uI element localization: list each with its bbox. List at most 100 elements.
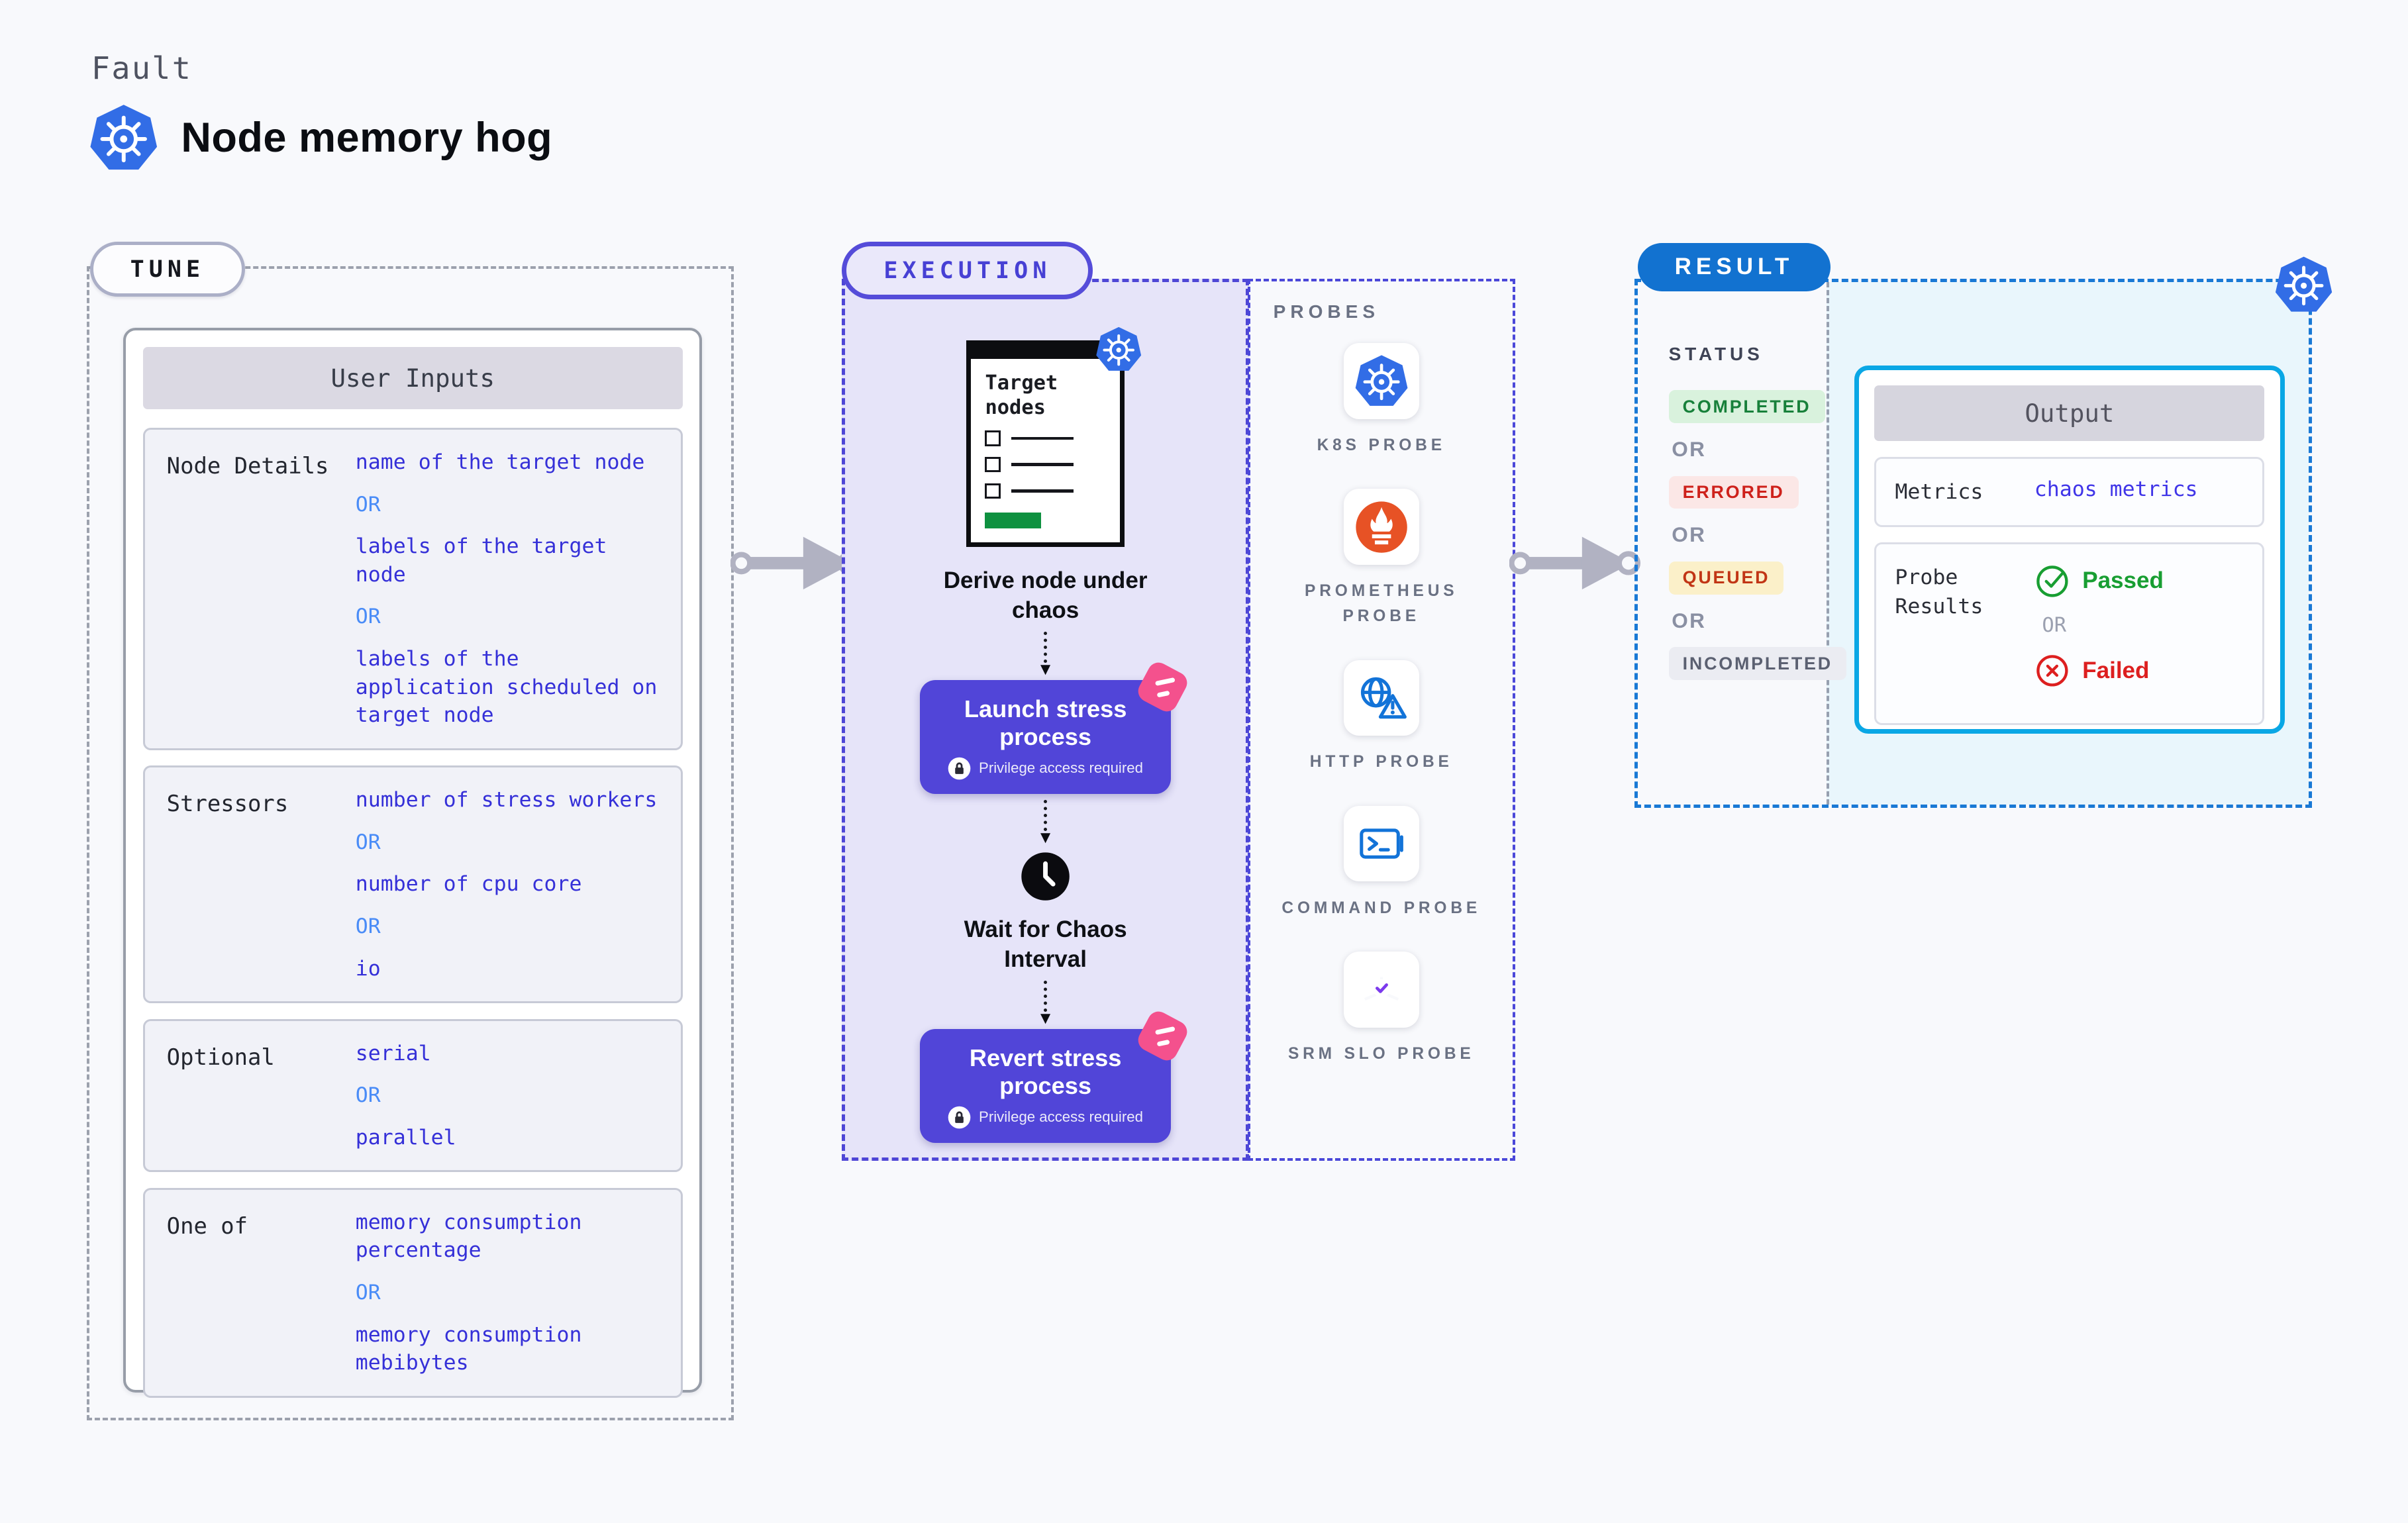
flow-connector: ▼ [1036, 799, 1054, 847]
or-separator: OR [2042, 614, 2066, 638]
input-option: number of stress workers [355, 788, 658, 812]
page-title: Node memory hog [181, 114, 553, 161]
passed-label: Passed [2082, 567, 2164, 594]
user-inputs-header: User Inputs [142, 347, 683, 409]
kubernetes-icon [1095, 325, 1142, 373]
probe-card-prometheus[interactable] [1343, 489, 1419, 565]
target-nodes-title: Target nodes [985, 371, 1058, 419]
flow-connector: ▼ [1036, 981, 1054, 1028]
status-title: STATUS [1668, 344, 1764, 365]
checkbox-icon [985, 457, 1001, 473]
input-row-label: Node Details [166, 452, 329, 479]
tune-badge: TUNE [89, 241, 246, 297]
prometheus-icon [1354, 499, 1409, 555]
execution-badge: EXECUTION [842, 241, 1093, 300]
fault-eyebrow: Fault [91, 51, 193, 87]
probe-card-http[interactable] [1343, 660, 1419, 736]
step-title: Revert stress process [969, 1044, 1122, 1099]
input-option: labels of the target node [355, 534, 607, 587]
probe-label: K8S PROBE [1317, 436, 1446, 454]
input-option: serial [355, 1041, 431, 1065]
probe-label: HTTP PROBE [1309, 753, 1453, 771]
or-separator: OR [1672, 522, 1707, 547]
target-nodes-box: Target nodes [966, 340, 1124, 547]
input-option: io [355, 956, 381, 981]
input-option: number of cpu core [355, 872, 582, 897]
or-separator: OR [1672, 608, 1707, 632]
input-row-label: Optional [166, 1044, 275, 1070]
kubernetes-icon [2274, 254, 2334, 315]
metrics-label: Metrics [1895, 479, 1983, 504]
probes-section: PROBES K8S PROBE PROMETHEUS PROBE HTTP P… [1247, 278, 1515, 1161]
status-badge-incompleted: INCOMPLETED [1668, 647, 1846, 681]
arrow-down-icon: ▼ [1036, 1009, 1054, 1028]
execution-section: Target nodes Derive node under chaos ▼ L… [842, 278, 1249, 1161]
node-line [1011, 436, 1074, 440]
checkbox-icon [985, 430, 1001, 446]
arrow-down-icon: ▼ [1036, 828, 1054, 847]
gauge-check-icon [1354, 961, 1409, 1017]
output-card: Output Metrics chaos metrics Probe Resul… [1854, 365, 2285, 734]
input-option: memory consumption mebibytes [355, 1322, 582, 1375]
probe-label: SRM SLO PROBE [1287, 1044, 1475, 1063]
step-caption-derive-node: Derive node under chaos [943, 567, 1148, 624]
input-option: name of the target node [355, 450, 645, 474]
or-separator: OR [355, 492, 381, 516]
metrics-value: chaos metrics [2034, 477, 2198, 501]
or-separator: OR [1672, 436, 1707, 461]
input-row-optional: Optional serial OR parallel [142, 1018, 683, 1173]
execution-to-result-arrow [1509, 529, 1642, 597]
arrow-down-icon: ▼ [1036, 660, 1054, 679]
tune-section: User Inputs Node Details name of the tar… [86, 266, 734, 1421]
or-separator: OR [355, 830, 381, 854]
or-separator: OR [355, 605, 381, 629]
checkbox-icon [985, 483, 1001, 499]
revert-stress-process-node[interactable]: Revert stress process Privilege access r… [920, 1007, 1191, 1143]
probe-results-label: Probe Results [1895, 565, 1983, 619]
or-separator: OR [355, 914, 381, 938]
probe-card-k8s[interactable] [1343, 343, 1419, 419]
probe-label: COMMAND PROBE [1281, 899, 1481, 917]
launch-stress-process-node[interactable]: Launch stress process Privilege access r… [920, 658, 1191, 794]
x-circle-icon [2034, 653, 2070, 689]
probe-card-command[interactable] [1343, 805, 1419, 882]
output-header: Output [1874, 385, 2265, 442]
lock-icon [948, 757, 971, 780]
node-list-item [985, 457, 1105, 473]
step-title: Launch stress process [964, 695, 1127, 750]
input-option: labels of the application scheduled on t… [355, 647, 658, 728]
metrics-row: Metrics chaos metrics [1874, 456, 2265, 527]
or-separator: OR [355, 1281, 381, 1304]
page-header: Node memory hog [88, 102, 552, 173]
user-inputs-card: User Inputs Node Details name of the tar… [123, 327, 703, 1398]
kubernetes-icon [1354, 353, 1409, 409]
flow-connector: ▼ [1036, 632, 1054, 679]
probe-results-row: Probe Results Passed OR Failed [1874, 542, 2265, 726]
input-option: parallel [355, 1125, 456, 1150]
input-row-stressors: Stressors number of stress workers OR nu… [142, 765, 683, 1004]
lock-icon [948, 1106, 971, 1129]
privilege-note: Privilege access required [979, 1108, 1143, 1126]
check-circle-icon [2034, 563, 2070, 599]
or-separator: OR [355, 1083, 381, 1108]
failed-label: Failed [2082, 657, 2150, 683]
input-option: memory consumption percentage [355, 1210, 582, 1263]
input-row-node-details: Node Details name of the target node OR … [142, 427, 683, 750]
progress-bar [985, 513, 1041, 528]
probes-title: PROBES [1273, 301, 1380, 322]
status-badge-queued: QUEUED [1668, 561, 1784, 595]
probe-card-srm-slo[interactable] [1343, 952, 1419, 1028]
window-title-bar [971, 345, 1120, 360]
privilege-note: Privilege access required [979, 760, 1143, 777]
input-row-label: One of [166, 1212, 248, 1239]
clock-icon [1020, 851, 1071, 902]
input-row-one-of: One of memory consumption percentage OR … [142, 1187, 683, 1398]
node-line [1011, 489, 1074, 493]
node-list-item [985, 430, 1105, 446]
result-badge: RESULT [1637, 242, 1831, 291]
input-row-label: Stressors [166, 791, 289, 817]
result-section: STATUS COMPLETED OR ERRORED OR QUEUED OR… [1634, 279, 2313, 808]
terminal-icon [1354, 816, 1409, 871]
node-line [1011, 463, 1074, 467]
